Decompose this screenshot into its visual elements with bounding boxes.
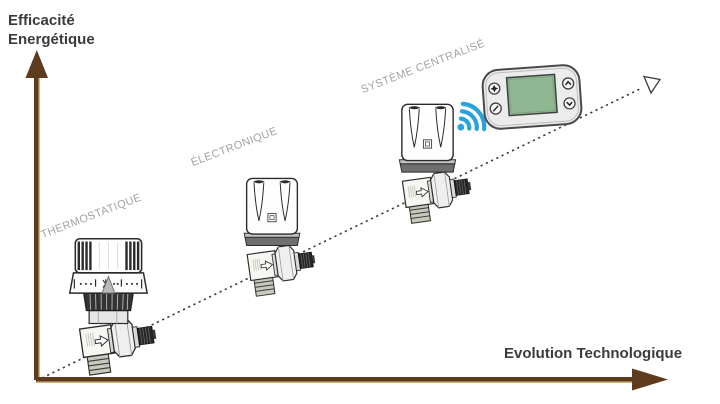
y-axis [25, 50, 48, 380]
centralized-valve-illustration [398, 103, 473, 225]
thermostatic-valve-illustration [68, 237, 161, 376]
y-axis-arrowhead [25, 50, 48, 78]
electronic-valve-illustration [243, 177, 317, 298]
x-axis-arrowhead [632, 368, 668, 391]
trend-arrowhead [642, 75, 662, 95]
thermostat-controller-illustration [480, 63, 584, 131]
y-axis-title-line2: Energétique [8, 31, 95, 48]
x-axis-title: Evolution Technologique [504, 345, 683, 362]
y-axis-title-line1: Efficacité [8, 12, 75, 29]
x-axis [36, 368, 668, 391]
y-axis-title: Efficacité Energétique [8, 11, 95, 49]
